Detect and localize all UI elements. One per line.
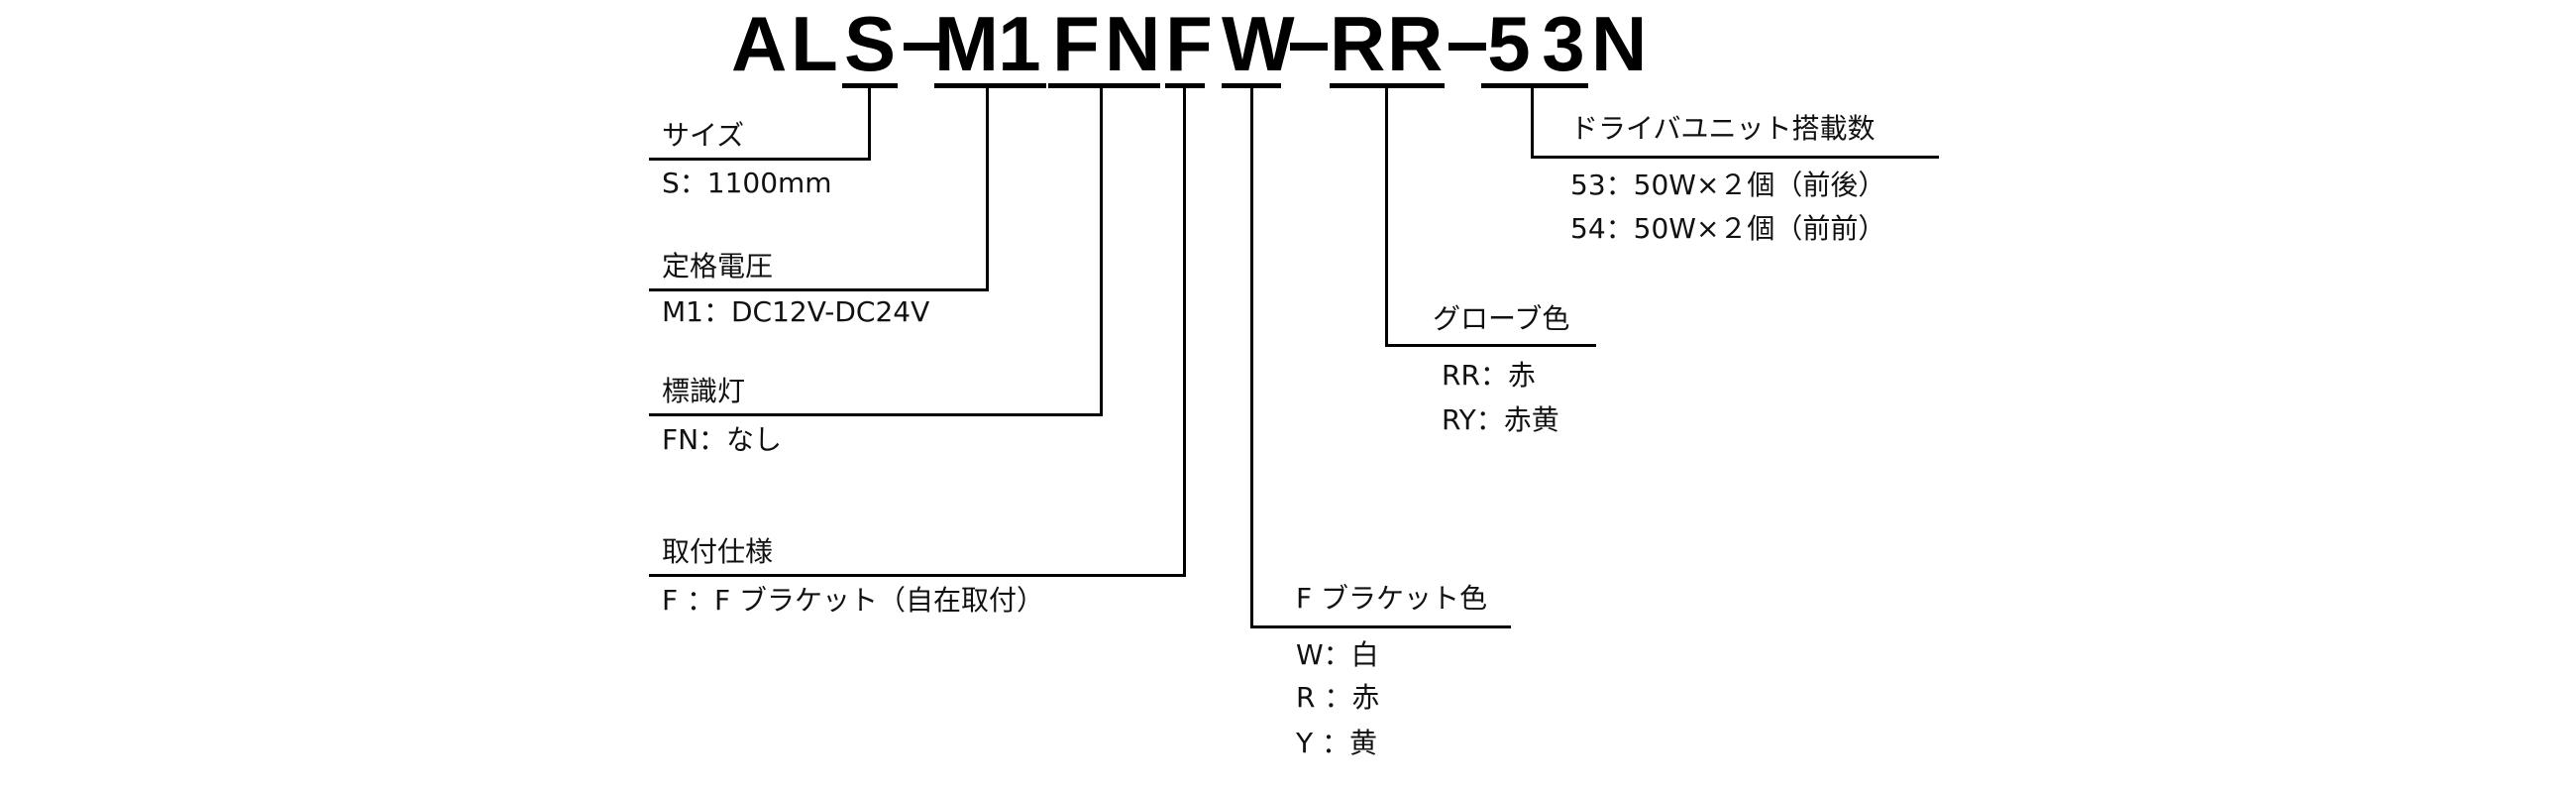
size-title: サイズ xyxy=(662,119,745,152)
code-char: 5 xyxy=(1487,0,1531,87)
code-char: A xyxy=(731,0,788,87)
driver-units-underline xyxy=(1481,83,1588,88)
voltage-leader xyxy=(986,85,989,291)
driver-units-leader xyxy=(1531,85,1534,159)
mounting-option: F ：F ブラケット（自在取付） xyxy=(662,584,1045,617)
mounting-title: 取付仕様 xyxy=(662,535,774,568)
mounting-leader xyxy=(1183,85,1186,577)
code-char: 1 xyxy=(998,0,1041,87)
globe-color-title: グローブ色 xyxy=(1433,302,1570,335)
code-char: R xyxy=(1387,0,1444,87)
size-option: S：1100mm xyxy=(662,167,832,199)
voltage-underline xyxy=(934,83,1046,88)
code-char: W xyxy=(1222,0,1295,87)
size-leader xyxy=(868,85,871,161)
voltage-option: M1：DC12V-DC24V xyxy=(662,295,930,328)
bracket-color-option: Y ：黄 xyxy=(1296,727,1378,759)
bracket-color-option: W：白 xyxy=(1296,638,1379,671)
voltage-title: 定格電圧 xyxy=(662,250,774,283)
bracket-color-option: R ：赤 xyxy=(1296,681,1380,714)
code-char: F xyxy=(1052,0,1100,87)
voltage-rule xyxy=(649,288,989,291)
globe-color-option: RR：赤 xyxy=(1442,359,1536,392)
code-char: 3 xyxy=(1542,0,1585,87)
code-dash xyxy=(1449,43,1486,51)
indicator-rule xyxy=(649,413,1103,416)
indicator-leader xyxy=(1100,85,1103,416)
driver-units-title: ドライバユニット搭載数 xyxy=(1570,112,1876,145)
driver-units-option: 53：50W×２個（前後） xyxy=(1570,169,1886,201)
indicator-underline xyxy=(1048,83,1160,88)
bracket-color-leader xyxy=(1250,85,1253,628)
bracket-color-rule xyxy=(1250,625,1511,628)
code-char: F xyxy=(1165,0,1213,87)
bracket-color-title: F ブラケット色 xyxy=(1296,582,1488,615)
code-char: N xyxy=(1105,0,1161,87)
globe-color-option: RY：赤黄 xyxy=(1442,403,1559,436)
code-char: L xyxy=(791,0,838,87)
globe-color-leader xyxy=(1385,85,1388,347)
driver-units-rule xyxy=(1531,156,1939,159)
mounting-rule xyxy=(649,574,1186,577)
indicator-title: 標識灯 xyxy=(662,375,746,407)
code-char: S xyxy=(843,0,897,87)
size-rule xyxy=(649,158,871,161)
code-dash xyxy=(904,43,941,51)
code-char: N xyxy=(1591,0,1648,87)
indicator-option: FN：なし xyxy=(662,423,783,456)
code-char: M xyxy=(934,0,999,87)
driver-units-option: 54：50W×２個（前前） xyxy=(1570,212,1886,245)
code-dash xyxy=(1290,43,1328,51)
code-char: R xyxy=(1330,0,1386,87)
globe-color-rule xyxy=(1385,344,1596,347)
